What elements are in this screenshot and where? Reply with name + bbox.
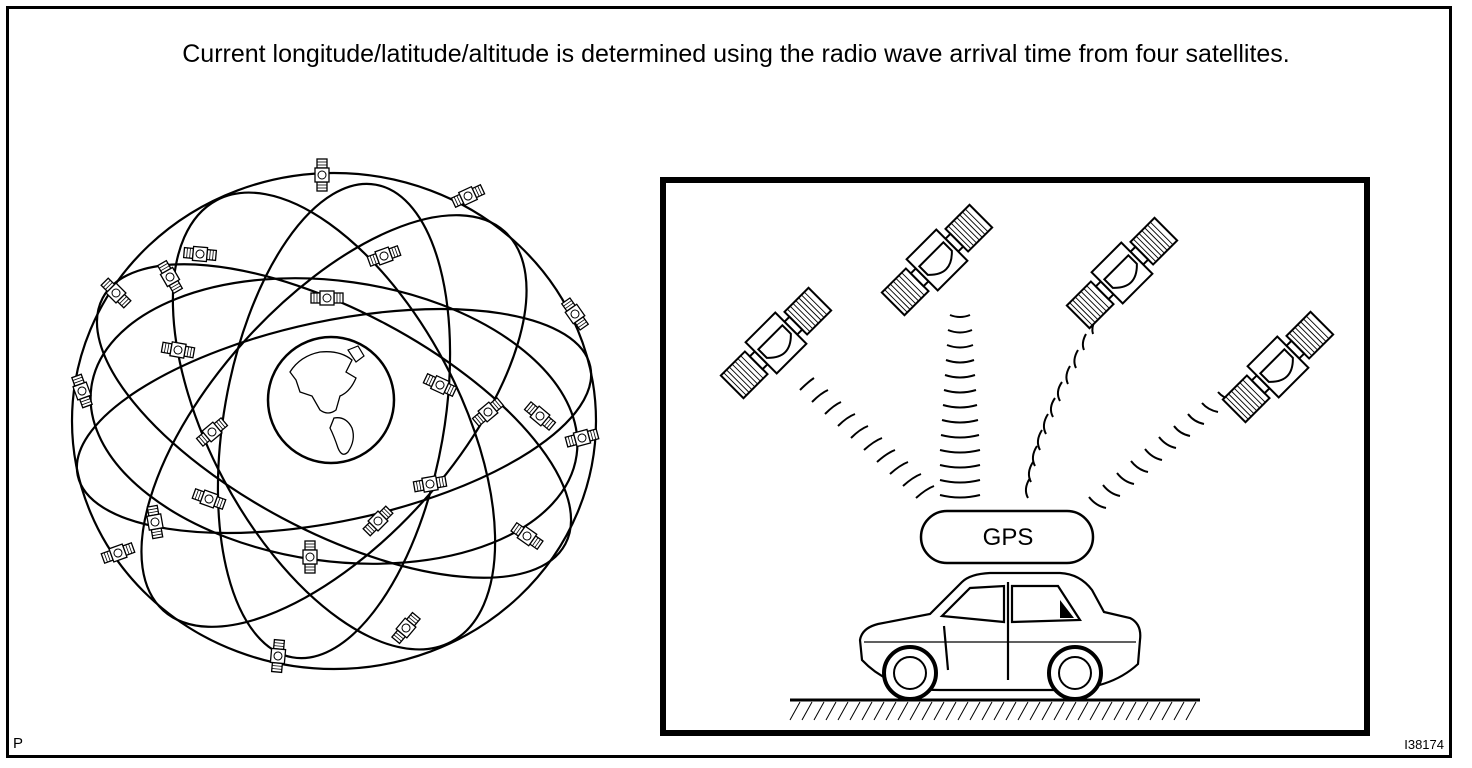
gps-label: GPS <box>983 524 1034 551</box>
ground <box>789 698 1200 721</box>
figure-id: I38174 <box>1404 737 1444 752</box>
gps-receiver-box <box>919 509 1095 565</box>
orbit-globe-illustration <box>70 171 598 671</box>
earth-icon <box>266 335 396 465</box>
radio-wave-icon <box>799 314 1233 509</box>
car-icon <box>858 571 1142 701</box>
figure-caption: Current longitude/latitude/altitude is d… <box>182 40 1290 68</box>
corner-marker: P <box>13 735 24 752</box>
